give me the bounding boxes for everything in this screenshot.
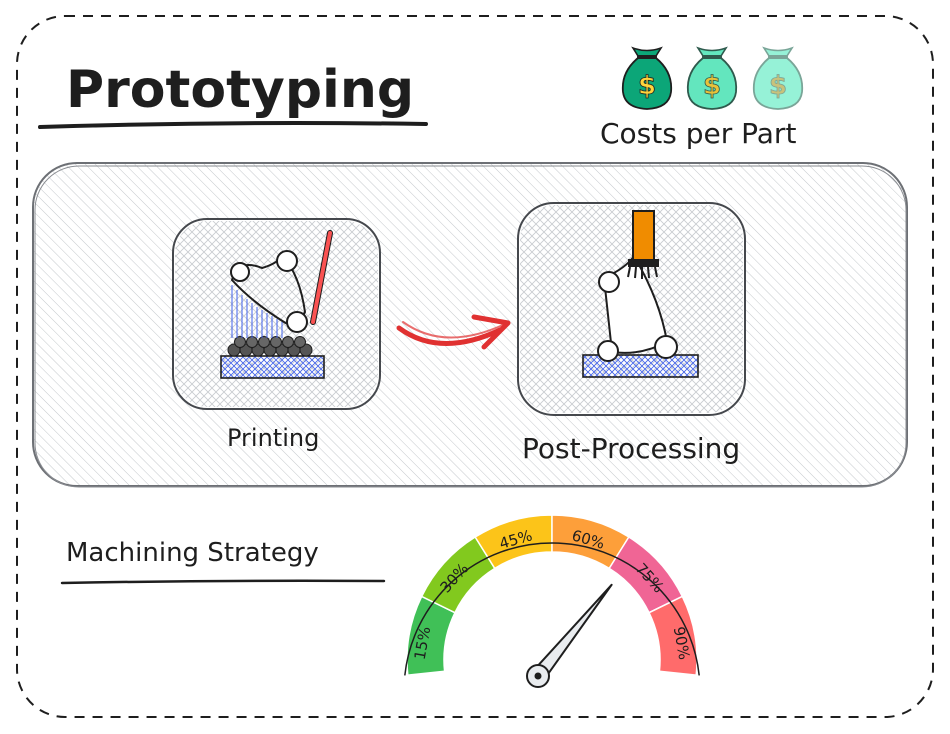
process-panel-outline: [34, 165, 907, 488]
post-processing-step: [517, 202, 746, 416]
gauge-segment-label: 15%: [411, 625, 435, 661]
dollar-sign-label: $: [769, 71, 787, 101]
post-processing-step-label: Post-Processing: [522, 432, 740, 465]
dollar-sign-label: $: [638, 71, 656, 101]
process-arrow-head: [471, 314, 511, 350]
powder-bed: [227, 336, 313, 357]
gauge-segment-label: 90%: [670, 625, 694, 661]
printing-step-label: Printing: [227, 424, 319, 452]
process-panel: [32, 162, 908, 487]
page-title: Prototyping: [66, 60, 414, 120]
support-structure: [231, 285, 283, 338]
printing-step-box-fill: [175, 221, 378, 407]
gauge-needle-pin: [534, 672, 542, 680]
money-bag-icon: $: [621, 46, 673, 110]
strategy-gauge: 15%30%45%60%75%90%: [404, 514, 700, 688]
title-underline: [38, 121, 428, 129]
brush-bristles: [627, 266, 658, 279]
outer-frame: [16, 15, 934, 718]
brush-handle: [632, 210, 655, 262]
gauge-segment: [648, 595, 698, 676]
process-arrow: [396, 325, 503, 346]
printed-part: [230, 254, 307, 326]
money-bag-icon: $: [686, 46, 738, 110]
dollar-sign-label: $: [703, 71, 721, 101]
gauge-outline: [404, 542, 700, 676]
strategy-underline: [60, 579, 386, 585]
costs-icon-group: $ $ $: [621, 46, 804, 110]
costs-label: Costs per Part: [600, 117, 796, 150]
printing-step: [172, 218, 381, 410]
brush-head: [628, 259, 659, 267]
money-bag-icon: $: [752, 46, 804, 110]
build-plate: [220, 355, 325, 379]
strategy-label: Machining Strategy: [66, 538, 319, 568]
